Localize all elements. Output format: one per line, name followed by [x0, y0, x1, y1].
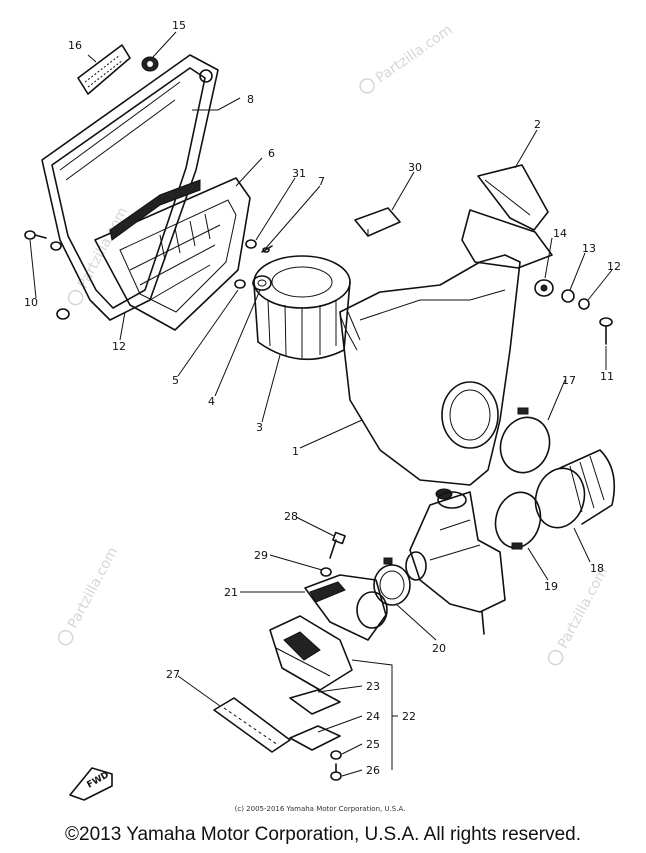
part-5-grommet: [234, 279, 246, 289]
part-23-reed-plate: [289, 689, 341, 715]
callout-11: 11: [600, 370, 614, 383]
callout-26: 26: [366, 764, 380, 777]
callout-30: 30: [408, 161, 422, 174]
callout-4: 4: [208, 395, 215, 408]
callout-22: 22: [402, 710, 416, 723]
callout-1: 1: [292, 445, 299, 458]
part-16-label-plate: [77, 44, 131, 95]
callouts: 16 15 8 6 31 7 30 2 14 13 12 11 10 12 5 …: [24, 19, 621, 777]
part-9-nut: [50, 241, 70, 320]
callout-23: 23: [366, 680, 380, 693]
watermark-text: Partzilla.com: [555, 565, 611, 652]
callout-18: 18: [590, 562, 604, 575]
part-3-filter-cylinder: [253, 255, 351, 361]
callout-25: 25: [366, 738, 380, 751]
part-20-clamp: [373, 557, 411, 606]
part-24-stopper: [289, 725, 341, 751]
callout-3: 3: [256, 421, 263, 434]
part-2-foam: [477, 164, 549, 231]
part-31-washer: [245, 239, 257, 249]
callout-14: 14: [553, 227, 567, 240]
part-1-air-box: [339, 209, 553, 500]
part-18-intake-boot: [534, 449, 616, 529]
carburetor: [405, 491, 506, 635]
footnote: (c) 2005-2016 Yamaha Motor Corporation, …: [235, 805, 406, 813]
callout-16: 16: [68, 39, 82, 52]
part-12-washer: [578, 298, 590, 310]
callout-24: 24: [366, 710, 380, 723]
part-22-reed-valve: [269, 615, 353, 691]
part-21-manifold: [304, 574, 388, 641]
part-19-clamp: [494, 491, 542, 550]
callout-5: 5: [172, 374, 179, 387]
callout-27: 27: [166, 668, 180, 681]
part-11-bolt: [599, 317, 613, 345]
callout-31: 31: [292, 167, 306, 180]
part-26-screw: [330, 763, 342, 781]
callout-2: 2: [534, 118, 541, 131]
callout-28: 28: [284, 510, 298, 523]
callout-13: 13: [582, 242, 596, 255]
part-30-block: [354, 207, 401, 237]
callout-10: 10: [24, 296, 38, 309]
callout-12: 12: [607, 260, 621, 273]
callout-19: 19: [544, 580, 558, 593]
part-13-collar: [561, 289, 575, 303]
part-10-bolt: [24, 230, 47, 240]
callout-6: 6: [268, 147, 275, 160]
part-29-washer: [320, 567, 332, 577]
copyright-notice: ©2013 Yamaha Motor Corporation, U.S.A. A…: [65, 824, 581, 845]
part-14-bushing: [534, 279, 554, 297]
callout-29: 29: [254, 549, 268, 562]
part-28-bolt: [329, 531, 346, 559]
part-27-gasket: [213, 697, 291, 753]
watermark-text: Partzilla.com: [75, 205, 131, 292]
watermarks: Partzilla.com Partzilla.com Partzilla.co…: [57, 22, 611, 666]
part-4-ring: [252, 275, 272, 291]
fwd-label: FWD: [86, 770, 111, 790]
part-6-filter-element: [94, 177, 251, 331]
fwd-arrow: FWD: [69, 767, 113, 801]
callout-20: 20: [432, 642, 446, 655]
callout-12b: 12: [112, 340, 126, 353]
part-17-clamp: [499, 407, 551, 474]
part-15-nut: [141, 56, 159, 72]
part-25-screw: [330, 750, 342, 760]
callout-15: 15: [172, 19, 186, 32]
watermark-text: Partzilla.com: [65, 545, 121, 632]
callout-21: 21: [224, 586, 238, 599]
callout-8: 8: [247, 93, 254, 106]
callout-17: 17: [562, 374, 576, 387]
watermark-text: Partzilla.com: [373, 22, 456, 86]
callout-7: 7: [318, 175, 325, 188]
leader-lines: [29, 31, 613, 777]
